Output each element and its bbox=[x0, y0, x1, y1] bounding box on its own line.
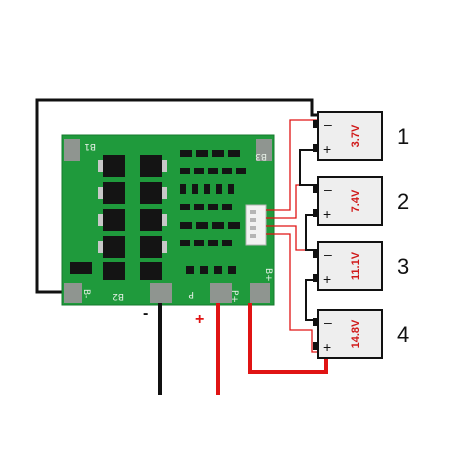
cell-voltage-label: 7.4V bbox=[350, 189, 362, 212]
black-loop-wire bbox=[35, 98, 318, 294]
battery-cell: – +14.8V 4 bbox=[313, 309, 409, 359]
battery-cells: – +3.7V 1 – +7.4V 2 – +11.1V 3 – +14.8V 4 bbox=[313, 111, 409, 359]
battery-cell-body bbox=[317, 111, 383, 161]
pad-p-plus bbox=[210, 283, 232, 303]
pad-b1 bbox=[64, 139, 80, 161]
cell-minus-sign: – bbox=[324, 116, 332, 132]
silk-b1: B1 bbox=[84, 141, 96, 151]
cell-minus-sign: – bbox=[324, 246, 332, 262]
battery-cell-body bbox=[317, 176, 383, 226]
series-links bbox=[299, 149, 318, 321]
silk-p: P bbox=[188, 289, 194, 299]
battery-terminal-icon bbox=[313, 318, 318, 326]
battery-terminal-icon bbox=[313, 274, 318, 282]
cell-plus-sign: + bbox=[323, 206, 331, 222]
cell-voltage-label: 14.8V bbox=[350, 319, 362, 348]
cell-index-label: 4 bbox=[397, 322, 409, 347]
silk-b3: B3 bbox=[255, 151, 267, 161]
battery-cell-body bbox=[317, 309, 383, 359]
lead-minus-label: - bbox=[143, 305, 148, 322]
battery-terminal-icon bbox=[313, 209, 318, 217]
battery-cell: – +7.4V 2 bbox=[313, 176, 409, 226]
cell-plus-sign: + bbox=[323, 339, 331, 355]
battery-terminal-icon bbox=[313, 144, 318, 152]
balance-connector bbox=[245, 204, 267, 246]
battery-terminal-icon bbox=[313, 342, 318, 350]
cell-minus-sign: – bbox=[324, 181, 332, 197]
cell-minus-sign: – bbox=[324, 314, 332, 330]
battery-cell-body bbox=[317, 241, 383, 291]
mosfet-tabs bbox=[98, 160, 167, 253]
cell-index-label: 3 bbox=[397, 254, 409, 279]
cell-plus-sign: + bbox=[323, 141, 331, 157]
silk-b-minus: B- bbox=[81, 289, 91, 298]
battery-cell: – +3.7V 1 bbox=[313, 111, 409, 161]
pad-b2 bbox=[150, 283, 172, 303]
battery-terminal-icon bbox=[313, 120, 318, 128]
battery-terminal-icon bbox=[313, 250, 318, 258]
silk-b2: B2 bbox=[112, 291, 124, 301]
pad-b-minus bbox=[64, 283, 82, 303]
cell-voltage-label: 11.1V bbox=[350, 251, 362, 280]
battery-plus-lead bbox=[248, 303, 328, 374]
cell-index-label: 1 bbox=[397, 124, 409, 149]
lead-plus-label: + bbox=[195, 311, 204, 328]
silk-b-plus: B+ bbox=[263, 268, 273, 282]
pad-b3 bbox=[256, 139, 272, 161]
smd-components bbox=[70, 150, 246, 274]
mosfet-array bbox=[103, 155, 162, 280]
cell-plus-sign: + bbox=[323, 271, 331, 287]
battery-terminal-icon bbox=[313, 185, 318, 193]
bms-pcb-board: B1 B3 B- B2 P P+ B+ bbox=[61, 134, 275, 306]
silk-p-plus: P+ bbox=[229, 290, 239, 303]
cell-index-label: 2 bbox=[397, 189, 409, 214]
pad-b-plus bbox=[250, 283, 270, 303]
battery-cell: – +11.1V 3 bbox=[313, 241, 409, 291]
cell-voltage-label: 3.7V bbox=[350, 124, 362, 147]
